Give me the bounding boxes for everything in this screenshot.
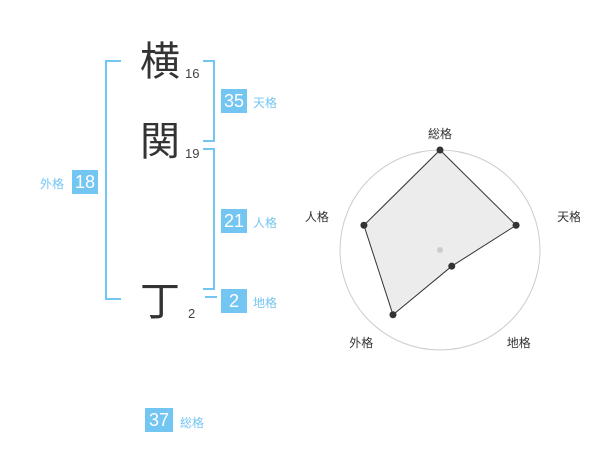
radar-point-2 [512, 221, 520, 229]
radar-point-4 [389, 311, 397, 319]
radar-axis-label-3: 地格 [507, 335, 531, 350]
radar-point-3 [448, 262, 456, 270]
tenkaku-value: 35 [221, 89, 247, 113]
stroke-count-1: 16 [185, 66, 200, 81]
tenkaku-bracket [203, 60, 215, 142]
chikaku-value: 2 [221, 289, 247, 313]
name-char-3: 丁 [140, 279, 180, 325]
soukaku-value: 37 [145, 408, 173, 432]
radar-center-dot [437, 247, 443, 253]
jinkaku-label: 人格 [253, 216, 278, 230]
name-char-1: 横 [140, 39, 180, 85]
gaikaku-bracket [105, 60, 121, 300]
gaikaku-label: 外格 [40, 177, 65, 191]
radar-data-polygon [363, 149, 517, 316]
radar-axis-label-2: 天格 [557, 209, 580, 224]
stroke-count-2: 19 [185, 146, 200, 161]
radar-point-5 [360, 221, 368, 229]
gaikaku-value: 18 [72, 170, 98, 194]
jinkaku-value: 21 [221, 209, 247, 233]
chikaku-label: 地格 [253, 296, 278, 310]
soukaku-label: 総格 [180, 416, 205, 430]
radar-point-1 [436, 146, 444, 154]
radar-axis-label-5: 人格 [305, 209, 329, 224]
stroke-count-3: 2 [188, 306, 196, 321]
jinkaku-bracket [203, 148, 215, 290]
chikaku-connector [205, 296, 217, 298]
tenkaku-label: 天格 [253, 96, 278, 110]
radar-axis-label-4: 外格 [349, 335, 373, 350]
name-char-2: 関 [140, 119, 180, 165]
radar-axis-label-1: 総格 [428, 126, 452, 141]
